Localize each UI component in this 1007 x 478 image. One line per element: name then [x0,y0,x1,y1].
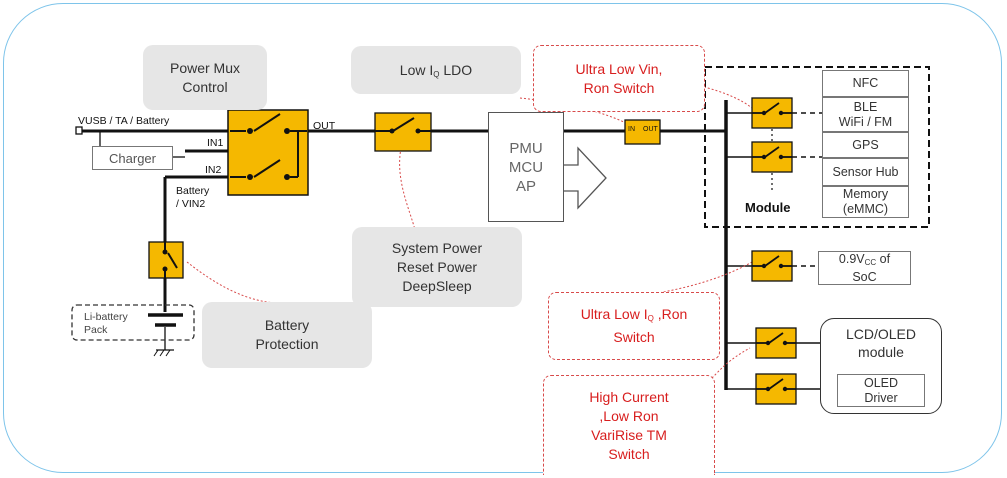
lcd-switch [755,327,797,359]
pmu-line1: PMU [509,139,543,157]
in1-label: IN1 [207,137,224,149]
soc-line1: 0.9VCC of [839,252,890,270]
power-mux-control-box: Power Mux Control [143,45,267,110]
charger-box: Charger [92,146,173,170]
ble-line2: WiFi / FM [838,114,893,129]
gps-box: GPS [822,132,909,158]
pmu-line2: MCU [508,158,544,176]
low-iq-ldo-pre: Low I [399,62,434,78]
li-battery-line2: Pack [84,324,108,336]
oled-driver-line2: Driver [864,390,898,405]
module-label: Module [745,200,791,215]
high-current-line3: VariRise TM [591,426,667,443]
low-iq-ldo-box: Low IQ LDO [351,46,521,94]
sensor-hub-box: Sensor Hub [822,158,909,186]
memory-box: Memory (eMMC) [822,186,909,218]
high-current-line4: Switch [608,445,650,462]
vusb-label: VUSB / TA / Battery [78,115,170,127]
ble-line1: BLE [853,99,878,114]
ldo-in-label: IN [628,126,635,133]
ultra-low-vin-callout: Ultra Low Vin, Ron Switch [533,45,705,112]
li-battery-line1: Li-battery [84,311,128,323]
ultra-low-vin-line1: Ultra Low Vin, [575,60,663,77]
pmu-line3: AP [515,177,536,195]
power-mux-line2: Control [182,78,228,95]
ultra-low-iq-post: ,Ron [653,306,688,322]
out-label: OUT [313,120,336,132]
high-current-line2: ,Low Ron [599,407,659,424]
nfc-switch [751,97,793,129]
ultra-low-vin-line2: Ron Switch [583,79,655,96]
charger-label: Charger [109,150,156,166]
lcd-line1: LCD/OLED [845,326,917,342]
memory-line1: Memory [842,187,889,201]
ultra-low-iq-pre: Ultra Low I [580,306,648,322]
ultra-low-iq-sub: Q [647,314,654,323]
system-switch [374,112,432,152]
system-power-line1: System Power [391,239,483,256]
system-power-line3: DeepSleep [402,277,472,294]
ldo-block [624,119,661,145]
soc-line1-pre: 0.9V [838,251,865,266]
battery-protection-box: Battery Protection [202,302,372,368]
battery-switch [148,241,184,279]
battery-vin2-line1: Battery [176,185,210,197]
ultra-low-iq-line2: Switch [613,329,655,345]
in2-label: IN2 [205,164,222,176]
battery-vin2-label: Battery / VIN2 [176,185,209,211]
battery-protection-line2: Protection [255,336,319,352]
soc-box: 0.9VCC of SoC [818,251,911,285]
battery-vin2-line2: / VIN2 [176,198,206,210]
nfc-box: NFC [822,70,909,97]
soc-line2: SoC [852,269,877,284]
high-current-line1: High Current [589,388,669,405]
lcd-oled-module-box: LCD/OLED module OLED Driver [820,318,942,414]
gps-label: GPS [852,137,879,152]
ultra-low-iq-callout: Ultra Low IQ ,Ron Switch [548,292,720,360]
oled-driver-box: OLED Driver [837,374,925,407]
soc-switch [751,250,793,282]
high-current-callout: High Current ,Low Ron VariRise TM Switch [543,375,715,475]
li-battery-label: Li-battery Pack [84,311,128,337]
ble-box: BLE WiFi / FM [822,97,909,132]
nfc-label: NFC [852,76,879,90]
low-iq-ldo-post: LDO [439,62,473,78]
memory-line2: (eMMC) [842,202,889,216]
sensor-hub-label: Sensor Hub [832,164,899,179]
gps-switch [751,141,793,173]
soc-line1-post: of [876,251,891,266]
lcd-oled-title: LCD/OLED module [821,325,941,361]
pmu-mcu-ap-box: PMU MCU AP [488,112,564,222]
ldo-out-label: OUT [643,126,658,133]
ultra-low-iq-line1: Ultra Low IQ ,Ron [581,305,688,328]
low-iq-ldo-sub: Q [433,70,440,79]
soc-line1-sub: CC [864,257,877,267]
oled-switch [755,373,797,405]
diagram-frame [3,3,1002,473]
system-power-line2: Reset Power [396,258,478,275]
oled-driver-line1: OLED [863,375,899,390]
system-power-box: System Power Reset Power DeepSleep [352,227,522,307]
battery-protection-line1: Battery [264,317,310,333]
lcd-line2: module [858,344,904,360]
power-mux-line1: Power Mux [169,59,241,76]
